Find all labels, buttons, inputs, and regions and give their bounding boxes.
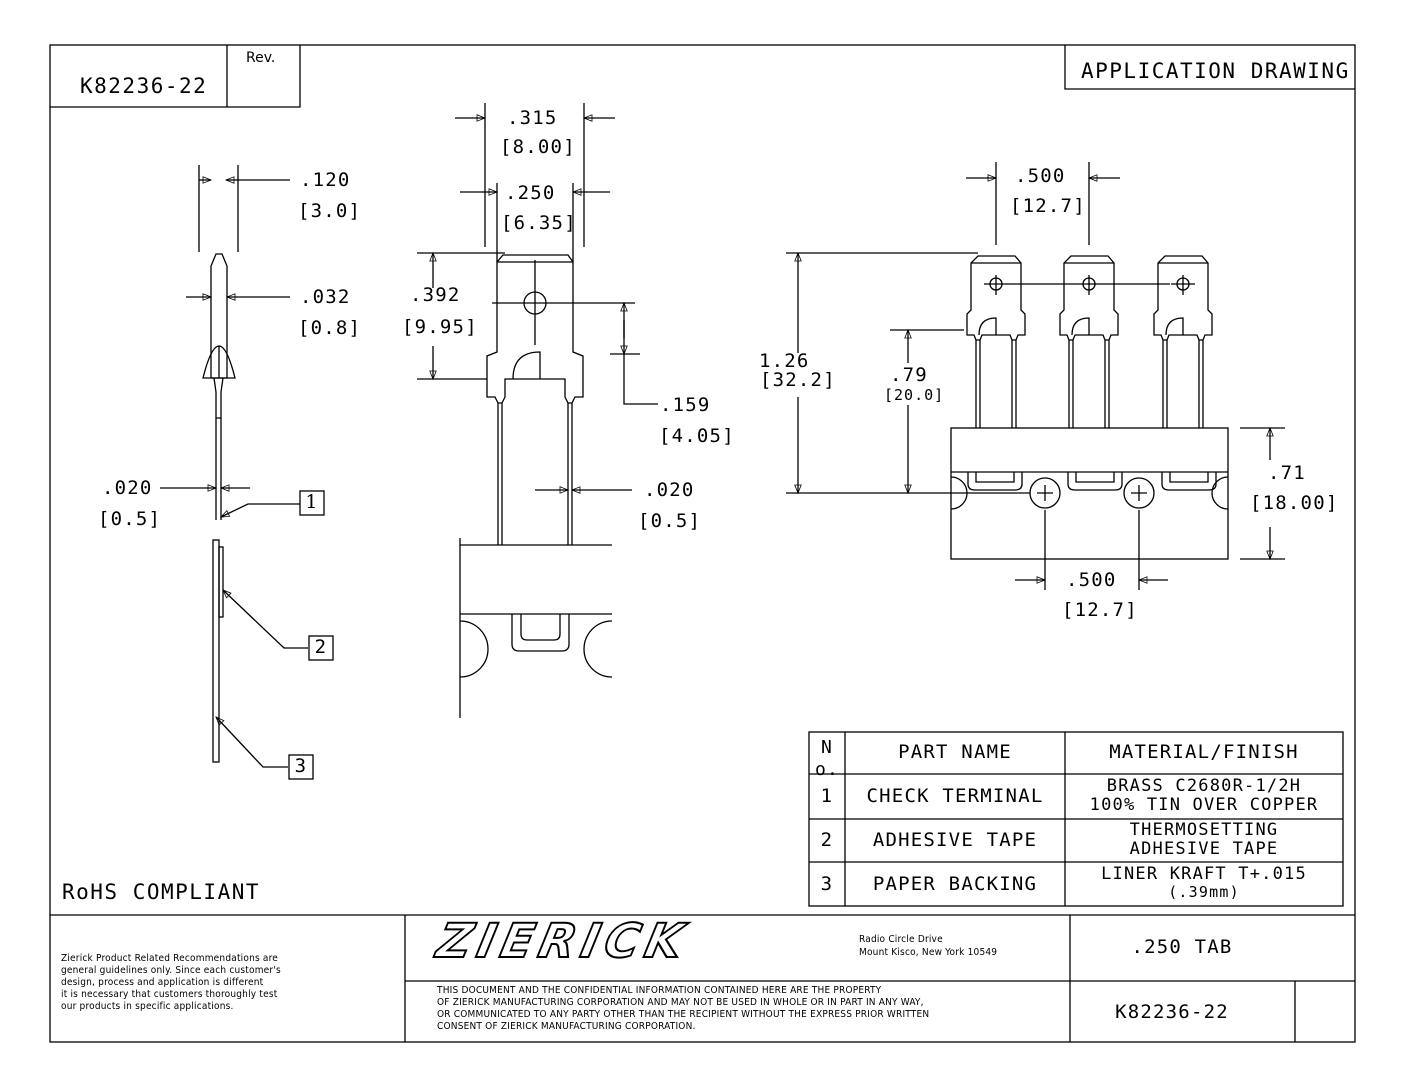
part-number-bottom: K82236-22	[1115, 1001, 1229, 1023]
table-header-no: No.	[814, 737, 840, 780]
rev-label: Rev.	[246, 50, 276, 66]
disclaimer-line: Zierick Product Related Recommendations …	[61, 953, 279, 964]
disclaimer-line: design, process and application is diffe…	[61, 977, 264, 988]
table-row-1-mat2: 100% TIN OVER COPPER	[1089, 795, 1319, 815]
strip-total-in: 1.26	[759, 350, 810, 372]
table-row-3-no: 3	[820, 873, 834, 895]
side-width-mm: [3.0]	[298, 200, 362, 222]
part-number: K82236-22	[80, 74, 208, 98]
table-row-3-mat1: LINER KRAFT T+.015	[1101, 864, 1307, 884]
rohs-label: RoHS COMPLIANT	[62, 880, 261, 904]
table-row-2-mat2: ADHESIVE TAPE	[1129, 839, 1279, 859]
strip-hole-pitch-mm: [12.7]	[1062, 599, 1138, 621]
strip-total-mm: [32.2]	[760, 369, 836, 391]
description: .250 TAB	[1131, 936, 1233, 958]
proprietary-line: OR COMMUNICATED TO ANY PARTY OTHER THAN …	[437, 1009, 930, 1020]
callout-1: 1	[305, 491, 319, 513]
front-height-in: .392	[410, 284, 461, 306]
strip-pitch-mm: [12.7]	[1010, 195, 1086, 217]
title-block-lines	[50, 914, 1355, 1042]
side-lead-in: .020	[102, 477, 153, 499]
address-line-1: Radio Circle Drive	[859, 934, 943, 945]
table-row-3-mat2: (.39mm)	[1168, 883, 1240, 901]
front-hole-in: .159	[660, 394, 711, 416]
proprietary-notice: THIS DOCUMENT AND THE CONFIDENTIAL INFOR…	[437, 986, 929, 1034]
parts-table-lines	[808, 731, 1344, 907]
table-row-1-mat1: BRASS C2680R-1/2H	[1106, 776, 1302, 796]
strip-view-lines	[786, 162, 1285, 590]
proprietary-line: OF ZIERICK MANUFACTURING CORPORATION AND…	[437, 997, 924, 1008]
disclaimer-line: it is necessary that customers thoroughl…	[61, 989, 278, 1000]
front-outer-in: .315	[507, 107, 558, 129]
strip-tab-in: .79	[890, 364, 928, 386]
strip-hole-pitch-in: .500	[1066, 569, 1117, 591]
side-thick-in: .032	[300, 286, 351, 308]
disclaimer-line: general guidelines only. Since each cust…	[61, 965, 281, 976]
callout-2: 2	[314, 636, 328, 658]
company-logo: ZIERICK	[431, 913, 695, 970]
disclaimer-line: our products in specific applications.	[61, 1001, 234, 1012]
table-header-material: MATERIAL/FINISH	[1109, 741, 1299, 763]
front-hole-mm: [4.05]	[659, 425, 735, 447]
table-row-1-name: CHECK TERMINAL	[866, 785, 1044, 807]
table-row-2-mat1: THERMOSETTING	[1129, 820, 1279, 840]
address-line-2: Mount Kisco, New York 10549	[859, 947, 998, 958]
table-row-2-no: 2	[820, 829, 834, 851]
side-lead-mm: [0.5]	[98, 508, 162, 530]
table-row-1-no: 1	[820, 785, 834, 807]
part-number-box	[50, 45, 301, 108]
front-view-lines	[417, 103, 658, 718]
disclaimer: Zierick Product Related Recommendations …	[61, 954, 281, 1014]
side-view-lines	[160, 165, 334, 780]
drawing-type: APPLICATION DRAWING	[1081, 59, 1350, 83]
side-thick-mm: [0.8]	[298, 317, 362, 339]
strip-pitch-in: .500	[1015, 165, 1066, 187]
front-tab-in: .250	[505, 182, 556, 204]
front-lead-mm: [0.5]	[638, 510, 702, 532]
proprietary-line: THIS DOCUMENT AND THE CONFIDENTIAL INFOR…	[437, 985, 882, 996]
table-row-2-name: ADHESIVE TAPE	[872, 829, 1038, 851]
title-box	[1064, 45, 1355, 90]
front-height-mm: [9.95]	[402, 316, 478, 338]
side-width-in: .120	[300, 169, 351, 191]
front-tab-mm: [6.35]	[501, 212, 577, 234]
strip-tape-mm: [18.00]	[1250, 492, 1339, 514]
table-header-name: PART NAME	[898, 741, 1012, 763]
table-row-3-name: PAPER BACKING	[872, 873, 1038, 895]
strip-tape-in: .71	[1268, 462, 1306, 484]
front-outer-mm: [8.00]	[500, 136, 576, 158]
front-lead-in: .020	[644, 479, 695, 501]
drawing-frame	[49, 44, 1356, 1043]
strip-tab-mm: [20.0]	[884, 386, 945, 404]
proprietary-line: CONSENT OF ZIERICK MANUFACTURING CORPORA…	[437, 1021, 696, 1032]
callout-3: 3	[294, 755, 308, 777]
